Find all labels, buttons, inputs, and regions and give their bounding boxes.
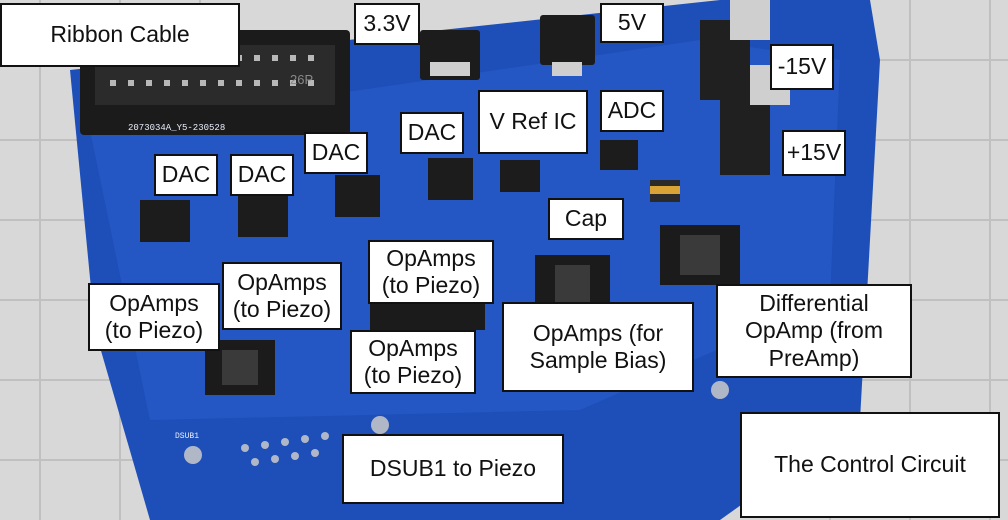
label-adc: ADC [600,90,664,132]
regulator-neg15 [700,0,770,100]
mount-hole-right [711,381,729,399]
dsub-silkscreen: DSUB1 [175,432,199,441]
regulator-pos15 [720,65,790,175]
dac-chip-3 [335,175,380,217]
label-ribbon-cable: Ribbon Cable [0,3,240,67]
board-id-silkscreen: 2073034A_Y5-230528 [128,123,225,133]
dsub-holes [184,416,389,466]
adc-chip [600,140,638,170]
label-differential-opamp: Differential OpAmp (from PreAmp) [716,284,912,378]
regulator-5v [540,15,595,76]
label-3v3: 3.3V [354,3,420,45]
label-pos15v: +15V [782,130,846,176]
label-cap: Cap [548,198,624,240]
label-opamps-piezo-3: OpAmps (to Piezo) [368,240,494,304]
vref-chip [500,160,540,192]
label-5v: 5V [600,3,664,43]
label-vref-ic: V Ref IC [478,90,588,154]
socket-differential [660,225,740,285]
label-dac-2: DAC [230,154,294,196]
dac-chip-1 [140,200,190,242]
label-opamps-piezo-2: OpAmps (to Piezo) [222,262,342,330]
label-opamps-piezo-4: OpAmps (to Piezo) [350,330,476,394]
label-dac-3: DAC [304,132,368,174]
dac-chip-2 [238,195,288,237]
dac-chip-4 [428,158,473,200]
label-dsub1: DSUB1 to Piezo [342,434,564,504]
label-opamps-piezo-1: OpAmps (to Piezo) [88,283,220,351]
label-control-circuit: The Control Circuit [740,412,1000,518]
label-opamps-sample-bias: OpAmps (for Sample Bias) [502,302,694,392]
label-neg15v: -15V [770,44,834,90]
label-dac-1: DAC [154,154,218,196]
regulator-3v3 [420,30,480,80]
connector-pin-text: 26P [290,72,313,87]
label-dac-4: DAC [400,112,464,154]
